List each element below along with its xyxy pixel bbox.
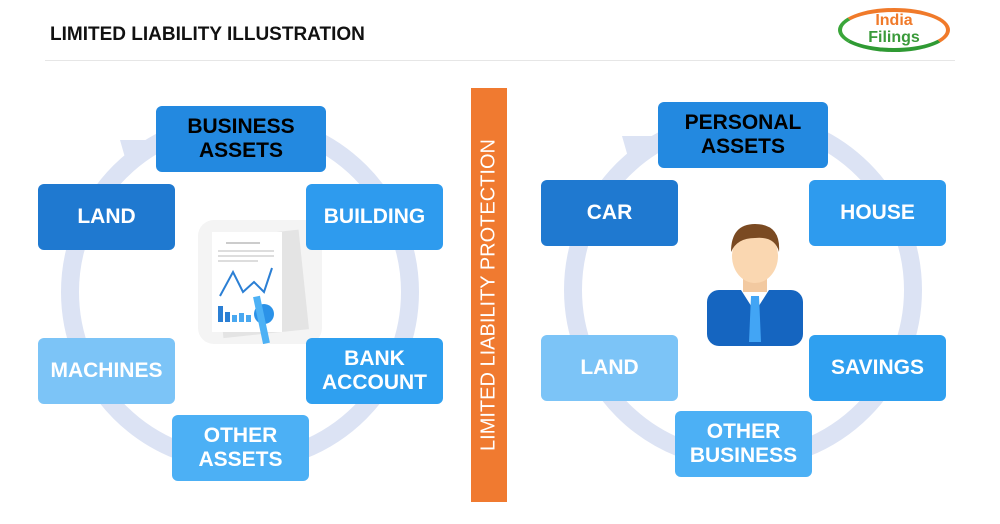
protection-divider: LIMITED LIABILITY PROTECTION [471,88,507,502]
left-item-other-assets: OTHER ASSETS [172,415,309,481]
cycle-arrow-icon [622,136,652,164]
left-item-land: LAND [38,184,175,250]
business-assets-hub: BUSINESS ASSETS [156,106,326,172]
right-item-land: LAND [541,335,678,401]
left-item-building: BUILDING [306,184,443,250]
left-item-machines: MACHINES [38,338,175,404]
right-item-other-business: OTHER BUSINESS [675,411,812,477]
page-title: LIMITED LIABILITY ILLUSTRATION [50,24,365,45]
divider-line [45,60,955,61]
right-item-savings: SAVINGS [809,335,946,401]
personal-assets-hub: PERSONAL ASSETS [658,102,828,168]
person-icon [705,212,805,351]
business-report-icon [198,220,322,345]
cycle-arrow-icon [120,140,150,168]
left-item-bank-account: BANK ACCOUNT [306,338,443,404]
right-item-car: CAR [541,180,678,246]
indiafilings-logo: India Filings [838,8,950,52]
right-item-house: HOUSE [809,180,946,246]
